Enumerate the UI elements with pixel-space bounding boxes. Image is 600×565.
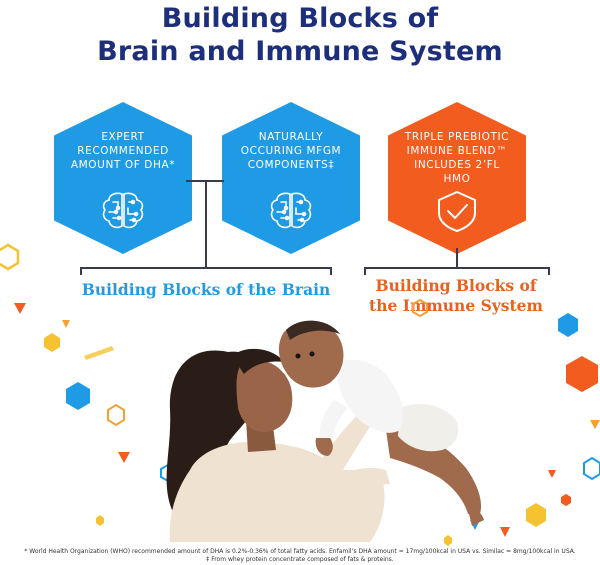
baby-eye [309, 351, 315, 357]
brain-bracket-horizontal [80, 267, 332, 269]
immune-bracket-horizontal [364, 267, 550, 269]
confetti-hexagon-yellow [526, 503, 546, 527]
hex-prebiotic-line-1: TRIPLE PREBIOTIC [404, 131, 510, 143]
baby-arm [319, 400, 348, 440]
confetti-hexagon-orange [566, 356, 598, 392]
confetti-streak-yellow [84, 346, 114, 360]
hexagon-mfgm: NATURALLY OCCURING MFGM COMPONENTS‡ [222, 102, 360, 254]
confetti-triangle-orange [62, 320, 70, 328]
mother-arm-right [310, 408, 378, 486]
title-line-1: Building Blocks of [161, 3, 439, 34]
mother-sweater [169, 441, 385, 542]
hex-dha-line-1: EXPERT [101, 131, 145, 143]
confetti-triangle-orange [500, 527, 510, 537]
confetti-hexagon-outline-blue [583, 456, 600, 481]
shield-check-icon [438, 191, 476, 232]
confetti-hexagon-blue [558, 313, 578, 337]
hex-mfgm-line-3: COMPONENTS‡ [247, 159, 335, 171]
hex-mfgm-line-2: OCCURING MFGM [240, 145, 342, 157]
hex-dha-line-2: RECOMMENDED [77, 145, 169, 157]
confetti-hexagon-outline-yellow [0, 243, 20, 271]
title-line-2: Brain and Immune System [97, 36, 503, 67]
confetti-hexagon-yellow [96, 515, 104, 526]
connector-vertical-immune [456, 248, 458, 268]
brain-circuit-icon [102, 192, 144, 229]
hex-dha-line-3: AMOUNT OF DHA* [70, 159, 176, 171]
footnote-whey: ‡ From whey protein concentrate composed… [206, 556, 394, 563]
confetti-hexagon-orange [561, 494, 571, 506]
confetti-hexagon-outline-orange [107, 403, 125, 427]
baby-legs [386, 429, 482, 514]
confetti-triangle-orange [118, 452, 130, 463]
confetti-hexagon-yellow [44, 333, 60, 352]
brain-circuit-icon [270, 192, 312, 229]
mother-face [236, 359, 293, 433]
baby-hair [286, 320, 340, 340]
confetti-triangle-orange [548, 470, 556, 478]
confetti-hexagon-blue [66, 382, 90, 410]
baby-hand [315, 438, 333, 456]
hex-prebiotic-line-2: IMMUNE BLEND™ [406, 145, 508, 157]
mother-and-baby-photo [166, 320, 484, 542]
confetti-triangle-orange [590, 420, 600, 429]
hexagon-prebiotic: TRIPLE PREBIOTIC IMMUNE BLEND™ INCLUDES … [388, 102, 526, 254]
immune-bracket-left-tick [364, 267, 366, 275]
footnote-who: * World Health Organization (WHO) recomm… [24, 548, 576, 555]
connector-vertical-brain [205, 180, 207, 268]
mother-hair-top [232, 348, 284, 374]
brain-section-label: Building Blocks of the Brain [81, 280, 331, 299]
baby-diaper [398, 404, 459, 452]
hexagon-dha: EXPERT RECOMMENDED AMOUNT OF DHA* [54, 102, 192, 254]
immune-label-line-1: Building Blocks of [375, 276, 537, 295]
brain-bracket-right-tick [330, 267, 332, 275]
confetti-hexagon-yellow [444, 535, 452, 546]
hex-mfgm-line-1: NATURALLY [258, 131, 324, 143]
brain-bracket-left-tick [80, 267, 82, 275]
hex-prebiotic-line-3: INCLUDES 2’FL HMO [414, 159, 500, 185]
baby-foot [468, 509, 484, 526]
mother-arm-left [338, 468, 390, 494]
baby-body [336, 359, 403, 433]
baby-eye [295, 353, 301, 359]
confetti-hexagon-outline-orange [412, 298, 428, 318]
immune-bracket-right-tick [548, 267, 550, 275]
confetti-triangle-orange [14, 303, 26, 314]
